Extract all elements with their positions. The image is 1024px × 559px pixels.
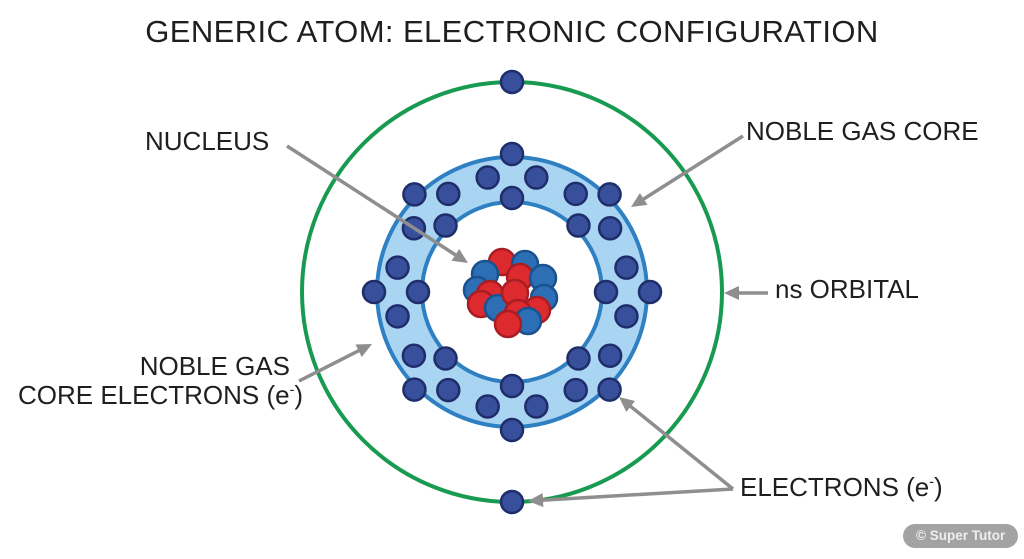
core-electrons-arrow-head: [355, 344, 372, 358]
electron: [524, 165, 549, 190]
electron: [475, 394, 500, 419]
noble-gas-core-arrow-head: [631, 193, 648, 207]
electron: [436, 377, 461, 403]
nucleus-label: NUCLEUS: [145, 126, 270, 156]
electron: [499, 373, 525, 399]
electron: [563, 377, 588, 403]
ns-electron: [499, 489, 525, 515]
electron: [499, 417, 525, 443]
electron: [597, 377, 622, 402]
electron: [614, 255, 639, 280]
electron: [385, 255, 410, 280]
electrons-arrow-upper-head: [619, 397, 636, 412]
electron: [475, 165, 500, 190]
electron: [597, 182, 622, 207]
label-text-part: CORE ELECTRONS (e: [18, 380, 290, 410]
ns-orbital-arrow-head: [724, 286, 739, 300]
electron: [566, 213, 591, 238]
electron: [593, 279, 619, 305]
electron: [566, 346, 591, 371]
core-electrons-label-line2: CORE ELECTRONS (e-): [18, 380, 303, 410]
superscript-minus: -: [929, 474, 935, 491]
label-text-part: ): [934, 472, 943, 502]
nucleus-arrow: [286, 144, 460, 259]
electron: [405, 279, 431, 305]
electron: [436, 181, 461, 207]
electrons-arrow-upper: [626, 402, 735, 491]
electron: [402, 182, 427, 207]
proton-particle: [493, 309, 523, 339]
electron: [524, 394, 549, 419]
electron: [597, 343, 623, 368]
watermark-badge: © Super Tutor: [903, 524, 1019, 548]
electron: [499, 185, 525, 211]
electrons-arrow-lower-head: [528, 493, 544, 508]
electrons-label: ELECTRONS (e-): [740, 473, 943, 502]
core-electrons-label-line1: NOBLE GAS: [139, 351, 290, 381]
nucleus-arrow-head: [451, 248, 468, 263]
electron: [563, 181, 588, 207]
electron: [597, 216, 623, 241]
electron: [499, 141, 525, 167]
ns-orbital-label: ns ORBITAL: [775, 274, 920, 304]
electron: [361, 279, 387, 305]
page-title: GENERIC ATOM: ELECTRONIC CONFIGURATION: [145, 14, 879, 49]
label-text-part: ELECTRONS (e: [740, 472, 930, 502]
electron: [614, 304, 639, 329]
ns-electron: [499, 69, 525, 95]
core-electrons-arrow: [298, 347, 363, 383]
electron: [433, 346, 458, 371]
electrons-arrow-lower: [539, 487, 734, 503]
label-text-part: ): [294, 380, 304, 410]
electron: [433, 213, 458, 238]
core-electrons-label: NOBLE GAS CORE ELECTRONS (e-): [18, 351, 303, 410]
electron: [401, 343, 427, 368]
superscript-minus: -: [289, 382, 295, 399]
electron: [402, 377, 427, 402]
noble-gas-core-label: NOBLE GAS CORE: [746, 116, 979, 146]
electron: [637, 279, 663, 305]
electron: [385, 304, 410, 329]
noble-gas-core-arrow: [639, 134, 744, 203]
